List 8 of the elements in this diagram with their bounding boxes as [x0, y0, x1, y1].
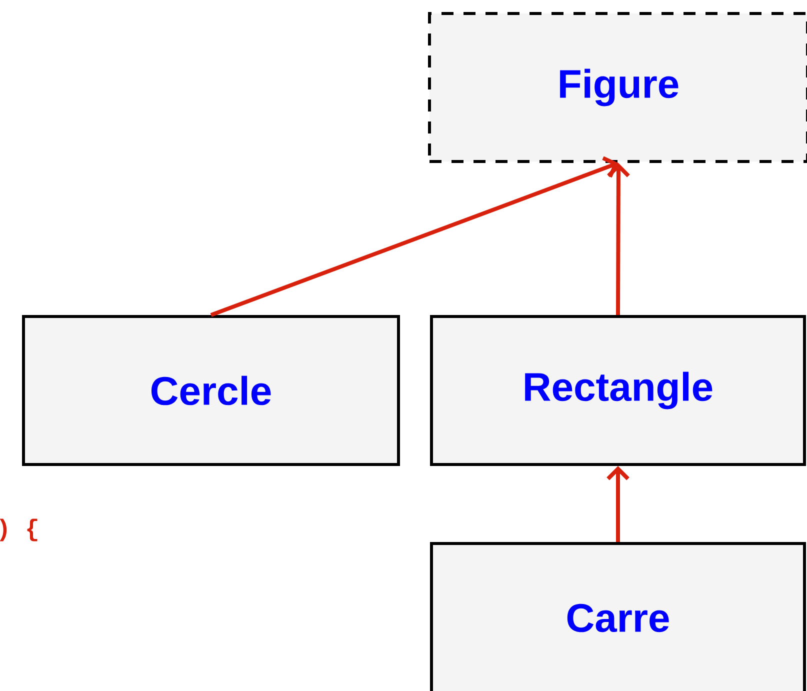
class-box: Cercle — [22, 315, 400, 466]
code-text: ) { — [0, 518, 38, 542]
class-box: Carre — [430, 542, 806, 691]
abstract-class-box: Figure — [428, 12, 807, 163]
arrow — [606, 466, 630, 542]
class-box: Rectangle — [430, 315, 806, 466]
arrow — [210, 156, 618, 317]
arrow — [607, 163, 630, 315]
